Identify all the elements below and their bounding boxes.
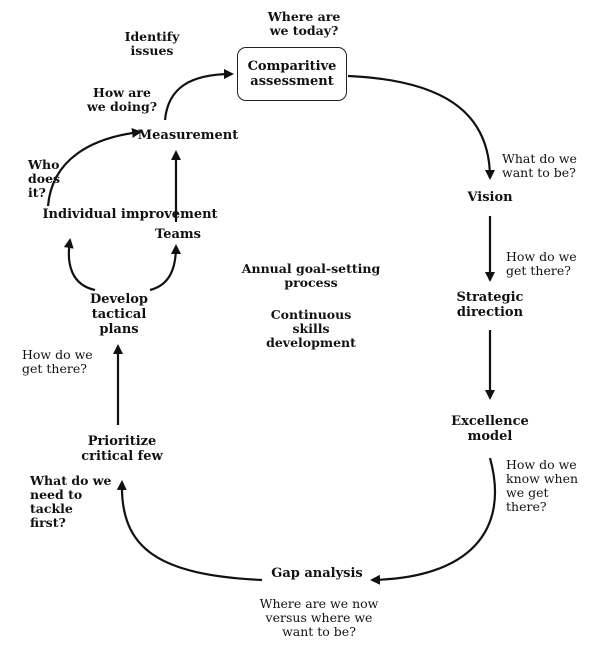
center-annual-process: Annual goal-setting process <box>241 261 381 290</box>
question-get-there-right: How do we get there? <box>506 249 577 278</box>
develop-plans-node: Develop tactical plans <box>89 292 149 337</box>
arrow-measurement-to-assessment <box>163 69 234 121</box>
question-how-doing: How are we doing? <box>86 85 158 114</box>
arrow-gap-to-prioritize <box>116 480 263 582</box>
vision-node: Vision <box>467 190 513 205</box>
teams-node: Teams <box>155 227 201 242</box>
strategic-direction-node: Strategic direction <box>456 290 524 320</box>
measurement-node: Measurement <box>137 128 239 143</box>
question-gap: Where are we now versus where we want to… <box>259 596 379 639</box>
individual-improvement-node: Individual improvement <box>42 207 218 222</box>
arrow-excellence-to-gap <box>370 457 497 585</box>
question-want-to-be: What do we want to be? <box>502 151 577 180</box>
arrow-develop-to-individual <box>63 238 96 292</box>
arrow-develop-to-teams <box>149 244 181 292</box>
question-get-there-left: How do we get there? <box>22 347 93 376</box>
question-know-when: How do we know when we get there? <box>506 457 579 514</box>
question-where-today: Where are we today? <box>267 9 341 38</box>
question-identify-issues: Identify issues <box>124 29 180 58</box>
question-who-does-it: Who does it? <box>28 157 61 200</box>
center-continuous-development: Continuous skills development <box>266 307 356 350</box>
prioritize-node: Prioritize critical few <box>81 434 163 464</box>
arrow-assessment-to-vision <box>347 74 495 180</box>
arrow-individual-to-measurement <box>46 127 142 207</box>
gap-analysis-node: Gap analysis <box>271 566 363 581</box>
excellence-model-node: Excellence model <box>451 414 529 444</box>
comparative-assessment-box: Comparitive assessment <box>237 47 347 101</box>
comparative-assessment-label: Comparitive assessment <box>247 59 337 89</box>
question-tackle-first: What do we need to tackle first? <box>30 473 112 530</box>
